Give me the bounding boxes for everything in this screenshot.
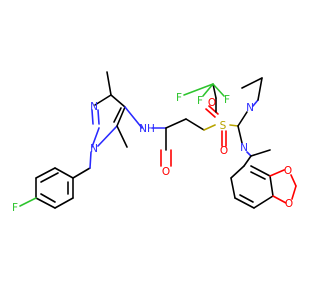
bond — [19, 197, 37, 207]
bond — [183, 83, 214, 96]
bond — [234, 197, 255, 209]
bond — [241, 77, 263, 89]
bond — [250, 171, 266, 180]
bond — [212, 83, 225, 97]
bond — [237, 125, 243, 144]
bond — [89, 151, 92, 169]
atom-label-nitrogen: N — [90, 101, 98, 113]
atom-label-fluorine: F — [176, 92, 182, 104]
atom-label-nitrogen: N — [240, 142, 248, 154]
bond — [202, 83, 214, 97]
bond — [35, 167, 56, 179]
bond — [269, 175, 274, 197]
atom-label-sulfur: S — [220, 120, 227, 132]
bond — [116, 125, 128, 148]
bond — [40, 172, 59, 183]
atom-label-nh: NH — [139, 123, 155, 135]
bond — [72, 167, 91, 179]
bond — [250, 149, 271, 157]
bond — [40, 193, 56, 203]
bond — [230, 165, 245, 179]
bond — [252, 99, 259, 107]
bond — [237, 111, 248, 127]
atom-label-oxygen: O — [208, 97, 216, 109]
bond — [230, 177, 236, 199]
bond — [269, 169, 285, 177]
bond — [110, 94, 126, 108]
bond — [272, 195, 287, 204]
bond — [54, 197, 74, 209]
atom-label-nitrogen: N — [246, 102, 254, 114]
bond — [185, 118, 205, 131]
atom-label-oxygen: O — [284, 165, 292, 177]
bond — [250, 165, 271, 177]
bond — [113, 107, 122, 123]
atom-label-fluorine: F — [12, 202, 18, 214]
bond — [91, 127, 100, 148]
bond — [291, 185, 297, 200]
molecule-structure-diagram: F N N NH O S O O N N F F F O O — [12, 71, 297, 214]
atom-label-nitrogen: N — [90, 143, 98, 155]
bond — [243, 155, 252, 167]
bond — [203, 124, 216, 131]
bond — [239, 194, 254, 203]
bond — [165, 118, 187, 129]
bond — [116, 106, 126, 127]
bond — [253, 195, 274, 209]
bond — [91, 109, 94, 125]
atom-label-oxygen: O — [220, 145, 228, 157]
bond — [205, 108, 216, 118]
bond — [35, 197, 56, 209]
bond — [290, 174, 297, 187]
bond — [246, 151, 252, 157]
atom-label-fluorine: F — [224, 94, 230, 106]
bond — [257, 77, 263, 101]
bond — [212, 83, 217, 99]
bond — [97, 109, 100, 125]
bond — [208, 105, 219, 115]
atom-label-fluorine: F — [197, 95, 203, 107]
bond — [124, 106, 143, 129]
atom-label-oxygen: O — [162, 166, 170, 178]
bond — [54, 167, 74, 179]
bond — [97, 125, 118, 147]
bond — [229, 124, 239, 127]
atom-label-oxygen: O — [285, 198, 293, 210]
bond — [94, 94, 112, 106]
atom-labels: F N N NH O S O O N N F F F O O — [12, 92, 293, 214]
bond — [106, 71, 112, 96]
bonds — [19, 71, 297, 209]
